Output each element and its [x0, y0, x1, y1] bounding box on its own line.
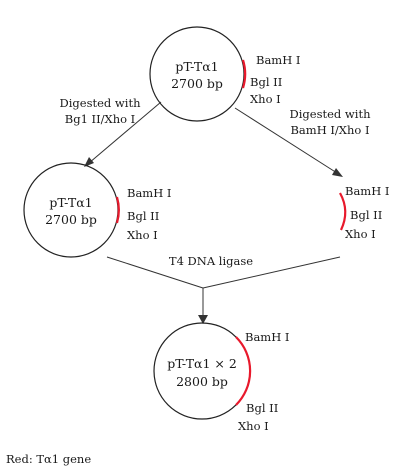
left-digest-arrow: [88, 101, 162, 164]
mid-left-site-bglii: Bgl II: [127, 209, 159, 223]
left-digest-label-2: Bg1 II/Xho I: [65, 112, 135, 126]
left-digest-label-1: Digested with: [60, 96, 142, 110]
mid-right-site-bamhi: BamH I: [345, 184, 389, 198]
mid-right-site-xhoi: Xho I: [345, 227, 376, 241]
legend-text: Red: Tα1 gene: [6, 452, 91, 466]
ligation-arrowhead: [198, 315, 208, 324]
mid-left-plasmid: pT-Tα1 2700 bp BamH I Bgl II Xho I: [23, 162, 171, 258]
bottom-site-bglii: Bgl II: [246, 401, 278, 415]
right-digest-arrow: [234, 107, 338, 174]
mid-left-plasmid-size: 2700 bp: [45, 212, 97, 227]
top-plasmid-circle: [149, 26, 245, 122]
left-arrowhead: [84, 157, 94, 167]
bottom-gene-segment: [235, 336, 252, 406]
top-plasmid-size: 2700 bp: [171, 76, 223, 91]
bottom-plasmid-name: pT-Tα1 × 2: [167, 356, 237, 371]
right-digest-label-2: BamH I/Xho I: [290, 123, 369, 137]
mid-left-site-bamhi: BamH I: [127, 186, 171, 200]
right-digest-label-1: Digested with: [290, 107, 372, 121]
bottom-plasmid-size: 2800 bp: [176, 374, 228, 389]
bottom-plasmid: pT-Tα1 × 2 2800 bp BamH I Bgl II Xho I: [153, 322, 289, 433]
mid-right-site-bglii: Bgl II: [350, 208, 382, 222]
mid-right-fragment: BamH I Bgl II Xho I: [339, 184, 389, 241]
ligase-label: T4 DNA ligase: [169, 254, 253, 268]
top-site-bamhi: BamH I: [256, 53, 300, 67]
ligation-line-right: [202, 256, 341, 289]
mid-left-site-xhoi: Xho I: [127, 228, 158, 242]
mid-left-gene-segment: [115, 196, 120, 224]
top-site-xhoi: Xho I: [250, 92, 281, 106]
bottom-plasmid-circle: [153, 322, 251, 420]
ligation-line-left: [106, 256, 204, 289]
right-arrowhead: [332, 168, 343, 177]
mid-left-plasmid-circle: [23, 162, 119, 258]
mid-right-gene-fragment: [339, 192, 347, 231]
bottom-site-bamhi: BamH I: [245, 330, 289, 344]
mid-left-plasmid-name: pT-Tα1: [49, 195, 92, 210]
bottom-site-xhoi: Xho I: [238, 419, 269, 433]
top-site-bglii: Bgl II: [250, 75, 282, 89]
top-gene-segment: [241, 59, 247, 89]
top-plasmid-name: pT-Tα1: [175, 59, 218, 74]
top-plasmid: pT-Tα1 2700 bp BamH I Bgl II Xho I: [149, 26, 300, 122]
